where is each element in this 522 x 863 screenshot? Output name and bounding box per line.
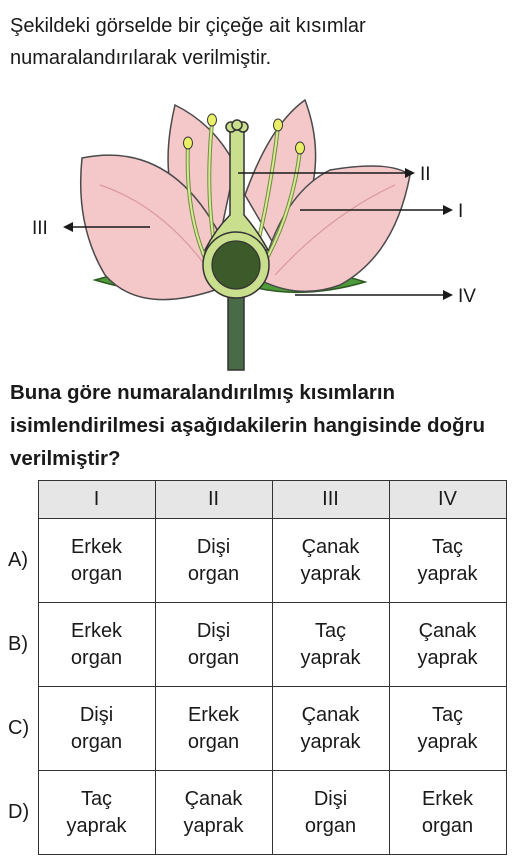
label-II: II [420,164,431,185]
table-header-row: I II III IV [0,480,507,519]
column-header-I: I [37,480,156,519]
anther-3 [273,118,283,132]
arrow-head-I [443,205,453,215]
option-label-a[interactable]: A) [8,549,28,571]
label-III: III [32,218,48,239]
anther-1 [183,136,193,150]
pistil-style [203,129,270,251]
stem [227,294,245,371]
question-intro: Şekildeki görselde bir çiçeğe ait kısıml… [10,15,366,69]
anther-4 [295,141,305,155]
label-IV: IV [458,286,476,307]
flower-diagram: II I III IV [32,98,476,371]
option-label-c[interactable]: C) [8,717,30,739]
anther-2 [207,113,217,127]
option-label-b[interactable]: B) [8,633,28,655]
flower-figure: II I III IV [0,85,522,375]
column-header-III: III [271,480,390,519]
arrow-head-II [405,168,415,178]
column-header-IV: IV [388,480,507,519]
option-label-d[interactable]: D) [8,801,30,823]
arrow-head-III [63,222,73,232]
label-I: I [458,201,463,222]
question-text: Buna göre numaralandırılmış kısımların i… [10,381,486,470]
ovary [211,240,261,290]
table-corner [0,481,38,519]
column-header-II: II [154,480,273,519]
arrow-head-IV [443,290,453,300]
